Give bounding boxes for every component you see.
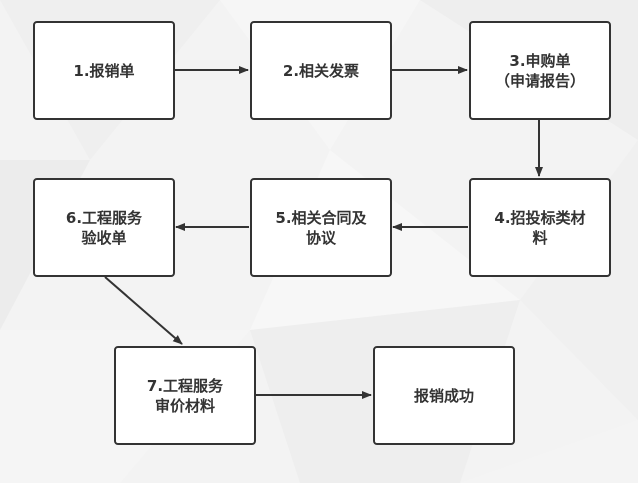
node-label: 1.报销单	[73, 61, 135, 80]
node-label-sub: 协议	[305, 228, 336, 247]
node-acceptance-form: 6.工程服务 验收单	[33, 178, 175, 277]
node-contracts: 5.相关合同及 协议	[250, 178, 392, 277]
node-bidding-materials: 4.招投标类材 料	[469, 178, 611, 277]
edge-n6-n7	[104, 276, 183, 345]
node-reimbursement-form: 1.报销单	[33, 21, 175, 120]
node-label-sub: 料	[532, 228, 548, 247]
node-label: 3.申购单	[509, 51, 571, 70]
node-audit-materials: 7.工程服务 审价材料	[114, 346, 256, 445]
node-label: 2.相关发票	[282, 61, 360, 80]
node-label-sub: 验收单	[81, 228, 127, 247]
node-label-sub: 审价材料	[154, 396, 215, 415]
node-label: 报销成功	[413, 386, 474, 405]
node-label: 5.相关合同及	[275, 208, 367, 227]
node-reimbursement-success: 报销成功	[373, 346, 515, 445]
node-label: 7.工程服务	[146, 376, 224, 395]
node-invoices: 2.相关发票	[250, 21, 392, 120]
node-label: 4.招投标类材	[494, 208, 586, 227]
node-purchase-request: 3.申购单 （申请报告）	[469, 21, 611, 120]
node-label-sub: （申请报告）	[494, 71, 585, 90]
node-label: 6.工程服务	[65, 208, 143, 227]
